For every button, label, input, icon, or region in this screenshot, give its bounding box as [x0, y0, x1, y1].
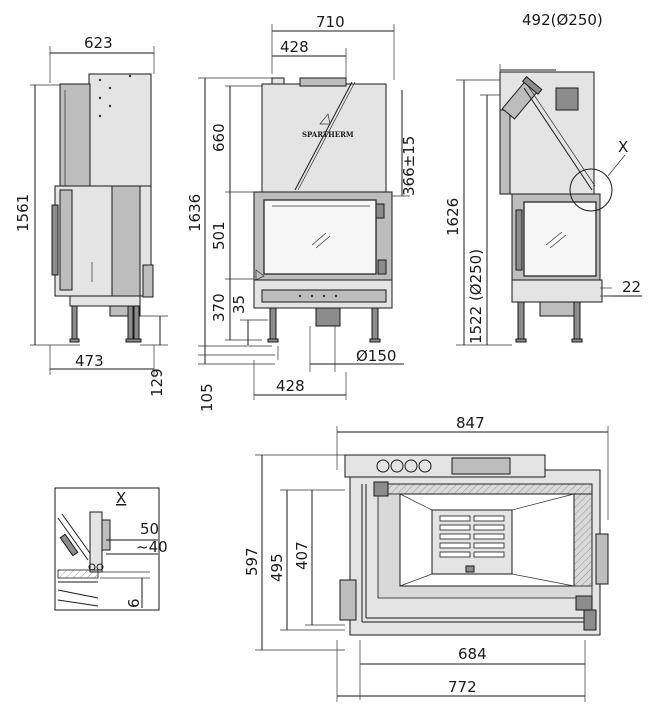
dim-plan-width-base: 772: [448, 678, 477, 696]
dim-flue-offset: 366±15: [400, 136, 418, 196]
dim-front-width: 710: [316, 13, 345, 31]
detail-title-x: X: [116, 489, 126, 507]
dim-front-bottom-width: 428: [276, 377, 305, 395]
detail-marker-x: X: [618, 138, 628, 156]
dim-right-flue: 492(Ø250): [522, 11, 603, 29]
dim-plan-depth-mid: 495: [268, 553, 286, 582]
dim-plan-width-inner: 684: [458, 645, 487, 663]
dim-front-height: 1636: [186, 194, 204, 232]
front-view: 710 428 1636 660 501 370 35 105: [186, 13, 418, 412]
dim-plan-depth-inner: 407: [293, 541, 311, 570]
dim-air-inlet: Ø150: [356, 347, 396, 365]
dim-top-section: 660: [210, 123, 228, 152]
detail-dim-50: 50: [140, 520, 159, 538]
dim-right-flue-height: 1522 (Ø250): [467, 249, 485, 344]
dim-side-height: 1561: [14, 194, 32, 232]
dim-front-flue-width: 428: [280, 38, 309, 56]
side-view-left: 623 1561 473: [14, 34, 168, 397]
brand-label: SPARTHERM: [302, 130, 354, 139]
dim-ash-offset: 35: [230, 295, 248, 314]
dim-bottom-section: 370: [210, 293, 228, 322]
detail-dim-40: ~40: [136, 538, 168, 556]
dim-side-depth: 473: [75, 352, 104, 370]
dim-glass-height: 501: [210, 221, 228, 250]
dim-glass-offset: 22: [622, 278, 641, 296]
dim-right-height: 1626: [444, 198, 462, 236]
dim-base-offset: 105: [198, 383, 216, 412]
dim-leg-height: 129: [148, 368, 166, 397]
dim-plan-width: 847: [456, 414, 485, 432]
dim-plan-depth: 597: [243, 547, 261, 576]
detail-view-x: X 50 ~40 6: [54, 487, 168, 611]
plan-view: 847 597 495 407: [243, 414, 609, 702]
side-view-right: 492(Ø250) 1626 1522 (Ø250) X: [444, 11, 642, 346]
detail-dim-6: 6: [125, 598, 143, 608]
dim-side-width: 623: [84, 34, 113, 52]
